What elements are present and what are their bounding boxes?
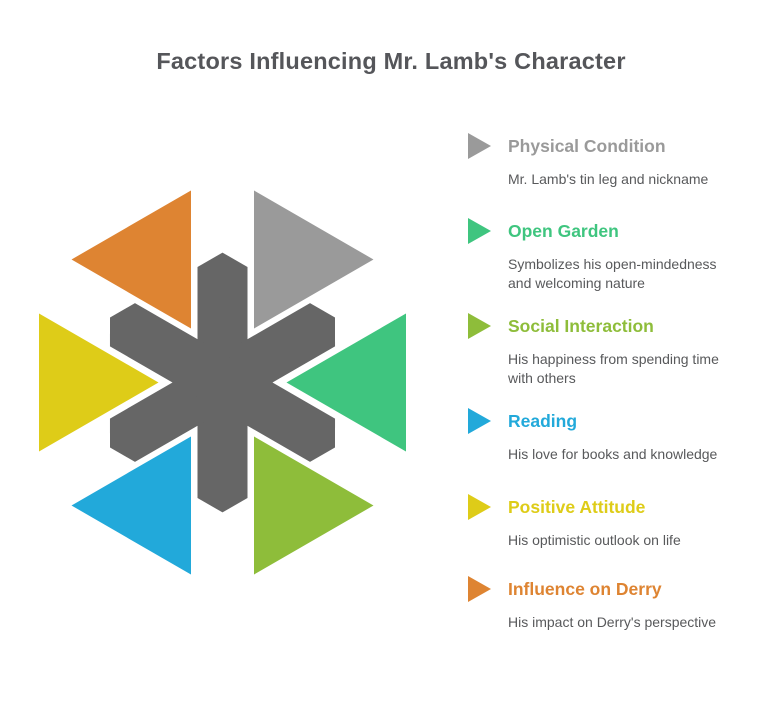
legend-item-description: His impact on Derry's perspective	[508, 614, 717, 630]
legend-item-physical-condition: Physical Condition Mr. Lamb's tin leg an…	[468, 133, 768, 189]
legend-item-description: His love for books and knowledge	[508, 446, 718, 462]
right-triangle-icon	[468, 133, 491, 159]
triangle-social-interaction	[250, 429, 382, 582]
right-triangle-icon	[468, 408, 491, 434]
center-asterisk-shape	[109, 252, 336, 513]
legend-item-reading: Reading His love for books and knowledge	[468, 408, 768, 464]
triangle-reading	[63, 429, 195, 582]
legend-item-title: Positive Attitude	[508, 497, 646, 517]
triangle-open-garden	[278, 306, 410, 459]
triangle-influence-on-derry	[63, 183, 195, 336]
legend-item-social-interaction: Social Interaction His happiness from sp…	[468, 313, 768, 388]
legend-item-influence-on-derry: Influence on Derry His impact on Derry's…	[468, 576, 768, 632]
triangle-positive-attitude	[35, 306, 167, 459]
legend-item-positive-attitude: Positive Attitude His optimistic outlook…	[468, 494, 768, 550]
right-triangle-icon	[468, 313, 491, 339]
legend-item-title: Open Garden	[508, 221, 619, 241]
triangle-physical-condition	[250, 183, 382, 336]
legend-item-title: Social Interaction	[508, 316, 654, 336]
legend-item-header: Positive Attitude	[468, 494, 768, 520]
right-triangle-icon	[468, 218, 491, 244]
legend-item-title: Physical Condition	[508, 136, 666, 156]
hexagon-asterisk-diagram	[35, 183, 410, 582]
legend-item-description: Mr. Lamb's tin leg and nickname	[508, 171, 709, 187]
legend-item-description: His optimistic outlook on life	[508, 532, 681, 548]
legend-item-header: Open Garden	[468, 218, 768, 244]
legend-item-description: His happiness from spending time with ot…	[508, 351, 719, 386]
legend-item-description: Symbolizes his open-mindedness and welco…	[508, 256, 717, 291]
legend-item-title: Influence on Derry	[508, 579, 662, 599]
legend-item-open-garden: Open Garden Symbolizes his open-mindedne…	[468, 218, 768, 293]
page-title: Factors Influencing Mr. Lamb's Character	[156, 48, 626, 74]
legend-item-header: Reading	[468, 408, 768, 434]
legend-item-header: Social Interaction	[468, 313, 768, 339]
legend-item-title: Reading	[508, 411, 578, 431]
right-triangle-icon	[468, 494, 491, 520]
legend-item-header: Influence on Derry	[468, 576, 768, 602]
right-triangle-icon	[468, 576, 491, 602]
legend-item-header: Physical Condition	[468, 133, 768, 159]
